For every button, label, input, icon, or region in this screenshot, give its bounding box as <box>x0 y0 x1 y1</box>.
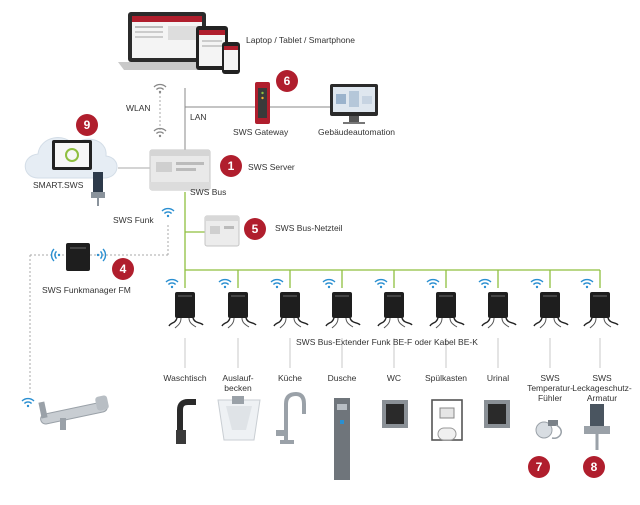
temperature-sensor-icon <box>535 420 562 439</box>
badge-8: 8 <box>583 456 605 478</box>
wifi-icon-extender <box>374 278 388 289</box>
fixture-label-leckageschutz-armatur: SWS Leckageschutz- Armatur <box>572 373 632 403</box>
funk-label: SWS Funk <box>113 215 154 225</box>
smart-valve-icon <box>91 172 105 206</box>
wc-flush-panel-icon <box>382 400 408 428</box>
devices-label: Laptop / Tablet / Smartphone <box>246 35 356 45</box>
extender-device-icon <box>429 291 465 329</box>
gateway-label: SWS Gateway <box>233 127 289 137</box>
smart-label: SMART.SWS <box>33 180 84 190</box>
fixture-drop-lines <box>184 338 601 368</box>
funk-dotted-line <box>29 225 169 395</box>
fixture-label-dusche: Dusche <box>327 373 357 383</box>
kitchen-tap-icon <box>276 391 306 444</box>
building-automation-monitor-icon <box>330 84 378 124</box>
cistern-frame-icon <box>431 399 463 441</box>
fixture-label-urinal: Urinal <box>486 373 510 383</box>
badge-7: 7 <box>528 456 550 478</box>
gateway-device-icon <box>255 82 270 124</box>
funkmanager-label: SWS Funkmanager FM <box>42 285 131 295</box>
extender-device-icon <box>533 291 569 329</box>
smartphone-icon <box>222 42 240 74</box>
wifi-icon-extender <box>218 278 232 289</box>
funkmanager-device-icon <box>66 243 90 271</box>
bus-power-supply-icon <box>204 215 240 247</box>
wifi-icon-extender <box>530 278 544 289</box>
fixture-label-temperatur-fuehler: SWS Temperatur- Fühler <box>527 373 573 403</box>
extender-device-icon <box>325 291 361 329</box>
extender-device-icon <box>168 291 204 329</box>
extender-label: SWS Bus-Extender Funk BE-F oder Kabel BE… <box>296 337 478 347</box>
urinal-panel-icon <box>484 400 510 428</box>
wifi-icon-funkmanager-right <box>96 248 107 262</box>
wifi-icon-extender <box>270 278 284 289</box>
bus-label: SWS Bus <box>190 187 227 197</box>
fixture-label-wc: WC <box>386 373 402 383</box>
utility-sink-icon <box>217 396 261 441</box>
badge-9: 9 <box>76 114 98 136</box>
shower-panel-icon <box>334 398 350 480</box>
wifi-icon-wlan-top <box>153 83 167 94</box>
extender-device-icon <box>583 291 619 329</box>
bus-netzteil-label: SWS Bus-Netzteil <box>275 223 343 233</box>
wifi-icon-extender <box>322 278 336 289</box>
lan-label: LAN <box>190 112 207 122</box>
server-label: SWS Server <box>248 162 295 172</box>
wifi-icon-extender <box>478 278 492 289</box>
wifi-icon-extender <box>165 278 179 289</box>
server-device-icon <box>149 149 211 191</box>
extender-device-icon <box>481 291 517 329</box>
extender-device-icon <box>221 291 257 329</box>
wifi-icon-funk <box>161 207 175 218</box>
badge-4: 4 <box>112 258 134 280</box>
building-automation-label: Gebäudeautomation <box>318 127 396 137</box>
smart-tablet-icon <box>52 140 92 170</box>
wifi-icon-extender <box>580 278 594 289</box>
badge-1: 1 <box>220 155 242 177</box>
bus-line <box>184 192 601 288</box>
fixture-label-spuelkasten: Spülkasten <box>424 373 468 383</box>
leak-protection-valve-icon <box>584 404 610 450</box>
extender-device-icon <box>377 291 413 329</box>
washbasin-tap-icon <box>176 399 196 444</box>
badge-6: 6 <box>276 70 298 92</box>
tablet-icon <box>196 26 228 70</box>
extender-device-icon <box>273 291 309 329</box>
badge-5: 5 <box>244 218 266 240</box>
thermostatic-mixer-icon <box>21 395 109 430</box>
fixture-label-kueche: Küche <box>277 373 303 383</box>
wifi-icon-extender <box>426 278 440 289</box>
fixture-label-auslaufbecken: Auslauf- becken <box>222 373 254 393</box>
fixture-label-waschtisch: Waschtisch <box>163 373 207 383</box>
wlan-label: WLAN <box>126 103 151 113</box>
laptop-icon <box>118 12 216 70</box>
